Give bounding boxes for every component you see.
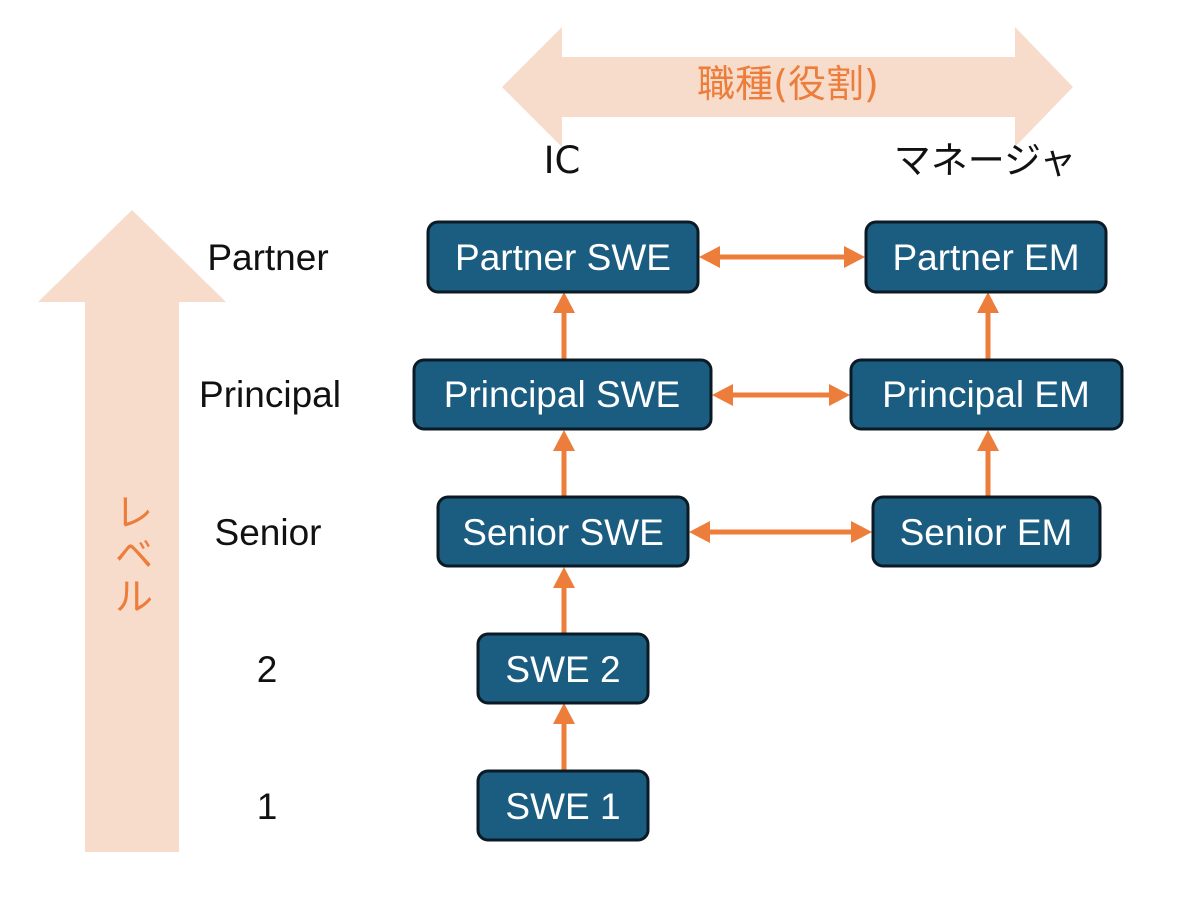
node-label: Partner SWE: [455, 237, 671, 278]
node-label: Principal EM: [882, 374, 1090, 415]
level-axis-label: レ ベ ル: [115, 491, 153, 619]
manager-column-label: マネージャ: [894, 139, 1076, 182]
node-partner-em: Partner EM: [864, 220, 1108, 294]
level-label-partner: Partner: [207, 237, 328, 278]
arrowhead-right-icon: [851, 521, 872, 543]
level-label-1: 1: [257, 786, 278, 827]
role-axis-arrow: [502, 27, 1073, 147]
level-axis-char-1: レ: [115, 491, 153, 535]
arrowhead-right-icon: [829, 384, 850, 406]
level-axis-char-3: ル: [115, 575, 153, 619]
ic-promotion-connectors: [553, 292, 575, 771]
level-axis-char-2: ベ: [115, 533, 153, 577]
arrowhead-up-icon: [553, 430, 575, 451]
em-promotion-connectors: [977, 292, 999, 497]
node-principal-swe: Principal SWE: [412, 358, 713, 431]
arrowhead-up-icon: [977, 430, 999, 451]
level-axis-arrow: [38, 210, 226, 852]
arrowhead-right-icon: [844, 246, 865, 268]
node-senior-swe: Senior SWE: [436, 495, 690, 568]
ic-column-label: IC: [544, 139, 581, 182]
node-label: Principal SWE: [444, 374, 680, 415]
ic-em-switch-connectors: [689, 246, 872, 543]
level-label-senior: Senior: [215, 512, 322, 553]
node-label: Partner EM: [892, 237, 1079, 278]
role-axis-label: 職種(役割): [697, 62, 879, 106]
node-label: Senior EM: [900, 512, 1073, 553]
node-label: SWE 1: [505, 786, 620, 827]
arrowhead-up-icon: [553, 292, 575, 313]
node-partner-swe: Partner SWE: [426, 220, 700, 294]
node-label: SWE 2: [505, 649, 620, 690]
level-label-principal: Principal: [199, 374, 341, 415]
arrowhead-up-icon: [553, 567, 575, 588]
arrowhead-left-icon: [689, 521, 710, 543]
node-swe-2: SWE 2: [476, 632, 650, 705]
arrowhead-up-icon: [977, 292, 999, 313]
arrowhead-up-icon: [553, 703, 575, 724]
node-swe-1: SWE 1: [476, 769, 650, 842]
arrowhead-left-icon: [699, 246, 720, 268]
node-label: Senior SWE: [462, 512, 664, 553]
arrowhead-left-icon: [712, 384, 733, 406]
node-senior-em: Senior EM: [871, 495, 1102, 568]
level-label-2: 2: [257, 649, 278, 690]
node-principal-em: Principal EM: [849, 358, 1124, 431]
